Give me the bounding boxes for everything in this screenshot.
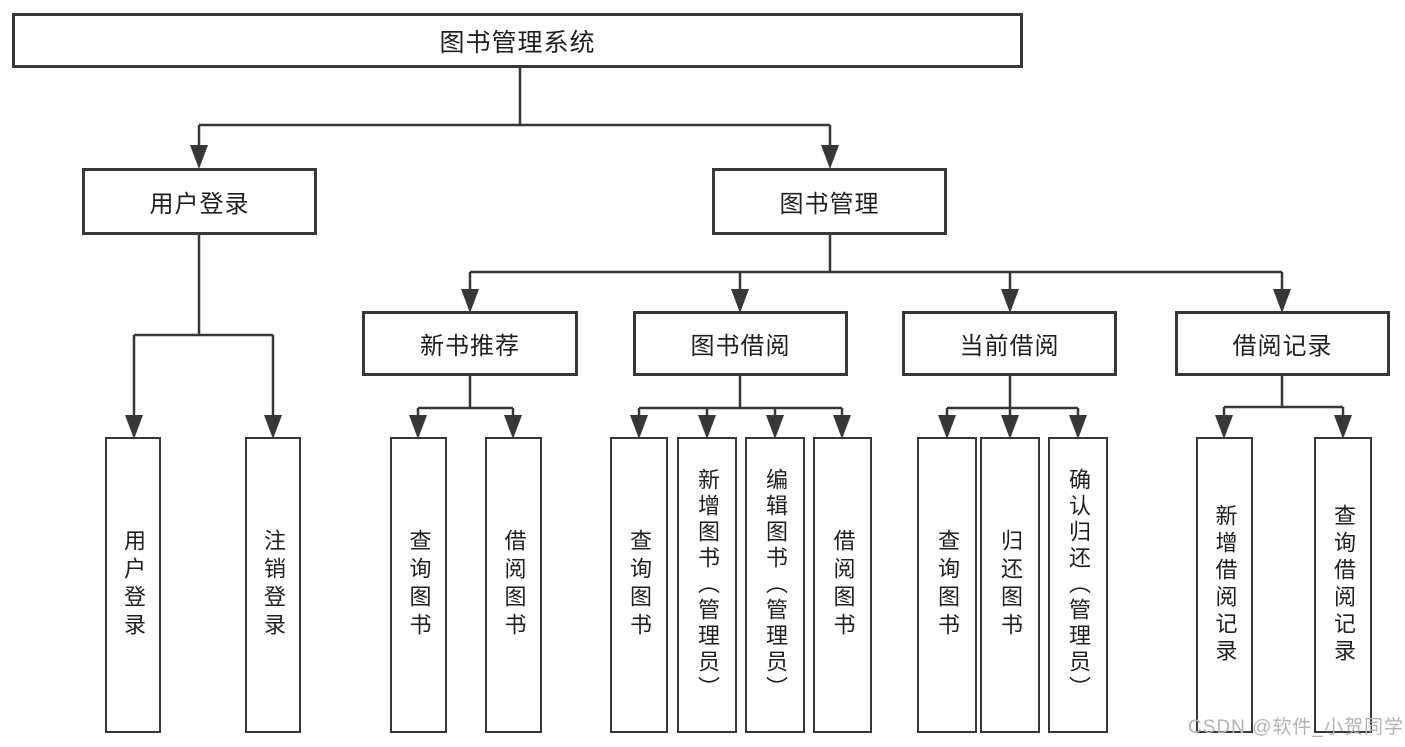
node-current-borrowing: 当前借阅 bbox=[902, 311, 1117, 376]
leaf-borrowing-edit-book-admin: 编辑图书（管理员） bbox=[745, 437, 805, 733]
leaf-newbook-query-book: 查询图书 bbox=[390, 437, 447, 733]
leaf-records-add-borrow-record: 新增借阅记录 bbox=[1196, 437, 1253, 733]
arrowheads bbox=[125, 145, 1352, 439]
csdn-watermark: CSDN @软件_小贺同学 bbox=[1188, 717, 1404, 738]
node-borrowing-records: 借阅记录 bbox=[1175, 311, 1390, 376]
leaf-borrowing-add-book-admin: 新增图书（管理员） bbox=[677, 437, 737, 733]
node-book-borrowing: 图书借阅 bbox=[633, 311, 848, 376]
leaf-borrowing-query-book: 查询图书 bbox=[610, 437, 668, 733]
node-new-book-recommendation: 新书推荐 bbox=[362, 311, 578, 376]
leaf-user-login: 用户登录 bbox=[105, 437, 161, 733]
leaf-records-query-borrow-record: 查询借阅记录 bbox=[1314, 437, 1372, 733]
leaf-logout: 注销登录 bbox=[245, 437, 301, 733]
leaf-current-confirm-return-admin: 确认归还（管理员） bbox=[1048, 437, 1108, 733]
node-book-management: 图书管理 bbox=[712, 168, 947, 235]
leaf-current-query-book: 查询图书 bbox=[917, 437, 977, 733]
leaf-borrowing-borrow-book: 借阅图书 bbox=[813, 437, 872, 733]
node-library-system: 图书管理系统 bbox=[12, 13, 1023, 68]
node-user-login: 用户登录 bbox=[82, 168, 317, 235]
leaf-newbook-borrow-book: 借阅图书 bbox=[485, 437, 542, 733]
leaf-current-return-book: 归还图书 bbox=[980, 437, 1040, 733]
